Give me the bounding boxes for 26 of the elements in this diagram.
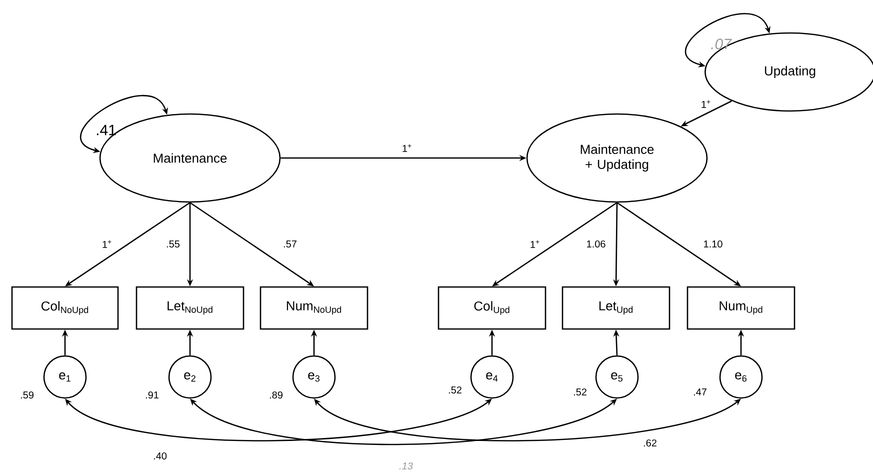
variance-label: .52 [574,388,586,396]
edge-label: .62 [644,439,656,447]
observed-box: Num$_{Upd}$ [686,286,796,330]
edge-label: 1.06 [587,240,606,248]
variance-label: .52 [448,386,462,394]
edge-label: 1$^{+}$ [102,240,112,248]
edge-label: .13 [399,462,413,470]
observed-box: Col$_{Upd}$ [438,286,546,330]
edge-label: 1$^{+}$ [530,240,540,248]
edge-label: .57 [284,240,296,248]
edge-label: .40 [154,452,167,460]
edge-label: .07 [711,38,732,50]
observed-box: Let$_{NoUpd}$ [136,286,244,330]
edge-label: 1$^{+}$ [402,144,412,152]
observed-box: Let$_{Upd}$ [562,286,670,330]
variance-label: .47 [694,388,706,396]
variance-label: .91 [146,391,158,399]
edge-label: .41 [96,124,116,136]
edge-label: 1$^{+}$ [702,100,710,108]
variance-label: .59 [20,391,34,399]
observed-box: Num$_{NoUpd}$ [260,286,368,330]
variance-label: .89 [270,391,282,399]
edge-label: .55 [166,240,180,248]
edge-label: 1.10 [704,240,722,248]
observed-box: Col$_{NoUpd}$ [11,286,119,330]
arrow [80,95,168,153]
